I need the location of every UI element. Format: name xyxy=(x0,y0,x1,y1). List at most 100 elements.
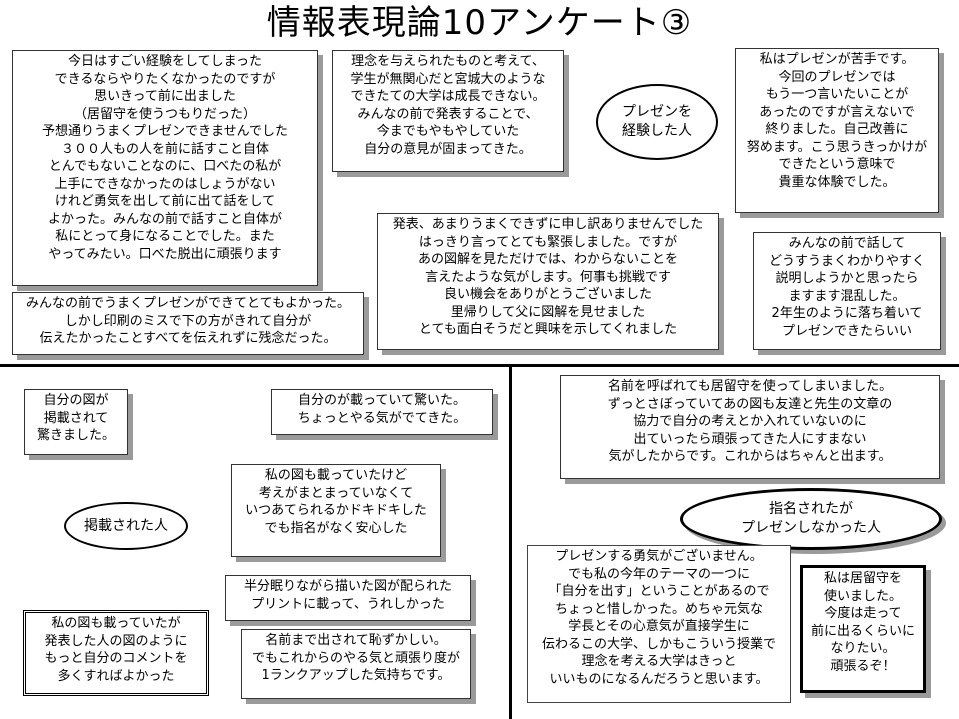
text-line: 思いきって前に出ました xyxy=(94,89,236,104)
text-line: ３００人もの人を前に話すこと自体 xyxy=(60,141,269,157)
comment-box-7: 自分の図が掲載されて驚きました。 xyxy=(24,389,128,455)
comment-box-6: みんなの前でうまくプレゼンができてとてもよかった。しかし印刷のミスで下の方がきれ… xyxy=(12,292,364,355)
text-line: 私は居留守を xyxy=(823,571,902,586)
text-line: 自分の図が xyxy=(43,393,109,408)
text-line: 発表、あまりうまくできずに申し訳ありませんでした xyxy=(392,217,704,232)
text-line: もう一つ言いたいことが xyxy=(765,87,909,102)
text-line: 掲載された人 xyxy=(84,517,168,534)
text-line: 上手にできなかったのはしょうがない xyxy=(54,176,276,192)
text-line: ますます混乱した。 xyxy=(788,288,906,304)
text-line: 協力で自分の考えとか入れていないのに xyxy=(633,414,867,429)
text-line: 今までもやもやしていた xyxy=(376,124,520,139)
text-line: よかった。みんなの前で話すこと自体が xyxy=(47,211,282,227)
text-line: 1ランクアップした気持ちです。 xyxy=(261,668,451,683)
text-line: 気がしたからです。これからはちゃんと出ます。 xyxy=(608,449,892,464)
text-line: 自分の意見が固まってきた。 xyxy=(364,141,532,157)
text-line: 今日はすごい経験をしてしまった xyxy=(67,54,263,69)
text-line: 良い機会をありがとうございました xyxy=(443,287,652,302)
text-line: 今度は走って xyxy=(824,606,902,621)
text-line: 発表した人の図のように xyxy=(44,633,188,649)
comment-box-15: 私は居留守を使いました。今度は走って前に出るくらいになりたい。頑張るぞ！ xyxy=(800,565,926,693)
text-line: みんなの前で発表することで、 xyxy=(357,106,539,122)
text-line: （居留守を使うつもりだった） xyxy=(73,106,256,122)
horizontal-divider xyxy=(0,364,959,367)
text-line: 理念を考える大学はきっと xyxy=(581,654,737,669)
comment-box-3: 私はプレゼンが苦手です。今回のプレゼンではもう一つ言いたいことがあったのですが言… xyxy=(735,48,939,213)
text-line: 私の図も載っていたけど xyxy=(264,468,408,483)
comment-box-4: 発表、あまりうまくできずに申し訳ありませんでしたはっきり言ってとても緊張しました… xyxy=(377,213,719,350)
text-line: 言えたような気がします。何事も挑戦です xyxy=(425,269,671,285)
text-line: 2年生のように落ち着いて xyxy=(771,306,923,321)
text-line: できたての大学は成長できない。 xyxy=(350,89,546,104)
comment-box-11: 私の図も載っていたが発表した人の図のようにもっと自分のコメントを多くすればよかっ… xyxy=(23,610,209,696)
text-line: 学長とその心意気が直接学生に xyxy=(568,619,750,634)
text-line: どうすうまくわかりやすく xyxy=(768,253,925,269)
text-line: 予想通りうまくプレゼンできませんでした xyxy=(42,124,288,139)
comment-box-10: 半分眠りながら描いた図が配られたプリントに載って、うれしかった xyxy=(225,575,471,621)
text-line: 名前まで出されて恥ずかしい。 xyxy=(265,633,447,648)
text-line: 経験した人 xyxy=(622,123,692,139)
text-line: プレゼンしなかった人 xyxy=(741,520,881,536)
text-line: あの図解を見ただけでは、わからないことを xyxy=(417,252,678,267)
text-line: 名前を呼ばれても居留守を使ってしまいました。 xyxy=(607,379,893,394)
text-line: もっと自分のコメントを xyxy=(44,651,188,666)
text-line: プレゼンできたらいい xyxy=(781,323,912,339)
text-line: 考えがまとまっていなくて xyxy=(258,485,414,501)
text-line: ちょっと惜しかった。めちゃ元気な xyxy=(554,601,763,617)
label-presented: プレゼンを経験した人 xyxy=(596,84,718,160)
text-line: 私の図も載っていたが xyxy=(51,616,181,631)
comment-box-13: 名前を呼ばれても居留守を使ってしまいました。ずっとさぼっていてあの図も友達と先生… xyxy=(560,375,940,479)
text-line: 努めます。こう思うきっかけが xyxy=(746,139,928,155)
comment-box-14: プレゼンする勇気がございません。でも私の今年のテーマの一つに「自分を出す」という… xyxy=(527,545,791,703)
comment-box-1: 今日はすごい経験をしてしまったできるならやりたくなかったのですが思いきって前に出… xyxy=(12,50,318,286)
page-title: 情報表現論10アンケート③ xyxy=(266,3,693,43)
text-line: とても面白そうだと興味を示してくれました xyxy=(418,322,678,337)
text-line: 終りました。自己改善に xyxy=(765,122,909,137)
text-line: 伝えたかったことすべてを伝えれずに残念だった。 xyxy=(39,331,337,346)
text-line: 驚きました。 xyxy=(36,428,115,443)
text-line: しかし印刷のミスで下の方がきれて自分が xyxy=(64,313,312,329)
text-line: ずっとさぼっていてあの図も友達と先生の文章の xyxy=(607,396,893,412)
text-line: プレゼンする勇気がございません。 xyxy=(555,549,763,564)
text-line: 説明しようかと思ったら xyxy=(775,271,919,286)
text-line: あったのですが言えないで xyxy=(759,104,915,120)
text-line: 「自分を出す」ということがあるので xyxy=(548,584,770,599)
text-line: なりたい。 xyxy=(830,641,896,656)
text-line: プリントに載って、うれしかった xyxy=(251,596,445,612)
text-line: 理念を与えられたものと考えて、 xyxy=(351,54,545,69)
text-line: プレゼンを xyxy=(622,104,692,120)
comment-box-9: 私の図も載っていたけど考えがまとまっていなくていつあてられるかドキドキしたでも指… xyxy=(231,464,441,557)
text-line: 里帰りして父に図解を見せました xyxy=(450,304,646,320)
text-line: 学生が無関心だと宮城大のような xyxy=(350,71,546,87)
text-line: やってみたい。口べた脱出に頑張ります xyxy=(48,246,282,262)
text-line: けれど勇気を出して前に出て話をして xyxy=(54,194,276,209)
text-line: 掲載されて xyxy=(43,410,109,426)
text-line: 頑張るぞ！ xyxy=(830,658,896,674)
text-line: でも指名がなく安心した xyxy=(264,520,408,536)
text-line: 出ていったら頑張ってきた人にすまない xyxy=(633,431,867,447)
text-line: いつあてられるかドキドキした xyxy=(245,503,427,518)
comment-box-8: 自分のが載っていて驚いた。ちょっとやる気がでてきた。 xyxy=(271,389,493,435)
text-line: 貴重な体験でした。 xyxy=(778,174,896,190)
text-line: できたという意味で xyxy=(778,157,896,172)
text-line: 指名されたが xyxy=(769,501,853,517)
text-line: いいものになるんだろうと思います。 xyxy=(549,671,769,687)
text-line: 今回のプレゼンでは xyxy=(778,69,896,85)
text-line: 半分眠りながら描いた図が配られた xyxy=(243,579,452,594)
text-line: 伝わるこの大学、しかもこういう授業で xyxy=(541,636,776,652)
comment-box-2: 理念を与えられたものと考えて、学生が無関心だと宮城大のようなできたての大学は成長… xyxy=(332,50,564,172)
vertical-divider xyxy=(509,364,512,719)
text-line: 使いました。 xyxy=(823,588,902,604)
text-line: とんでもないことなのに、口べたの私が xyxy=(48,159,282,174)
text-line: でも私の今年のテーマの一つに xyxy=(567,566,750,582)
label-nominated: 指名されたがプレゼンしなかった人 xyxy=(680,488,942,550)
text-line: みんなの前でうまくプレゼンができてとてもよかった。 xyxy=(26,296,350,311)
label-published: 掲載された人 xyxy=(64,502,188,550)
text-line: 私はプレゼンが苦手です。 xyxy=(759,52,915,67)
text-line: 自分のが載っていて驚いた。 xyxy=(298,393,466,408)
text-line: みんなの前で話して xyxy=(788,236,906,251)
text-line: 前に出るくらいに xyxy=(810,623,915,639)
text-line: はっきり言ってとても緊張しました。ですが xyxy=(418,234,678,250)
text-line: ちょっとやる気がでてきた。 xyxy=(297,410,467,426)
